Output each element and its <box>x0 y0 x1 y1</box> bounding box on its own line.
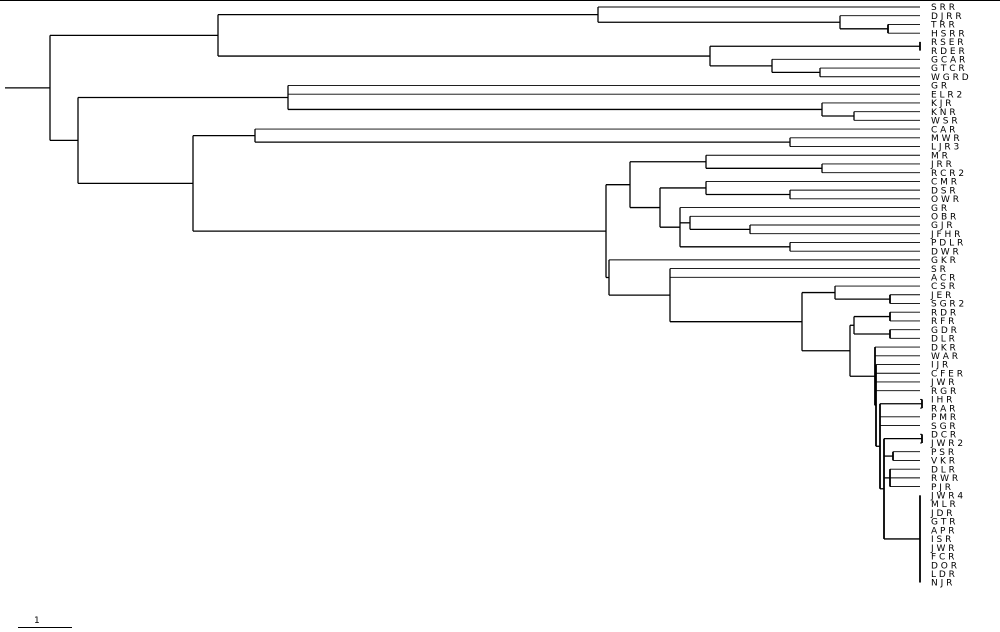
tip-label: C M R <box>931 178 957 188</box>
tip-label: G J R <box>931 221 953 231</box>
tip-label: C A R <box>931 125 955 135</box>
tip-label: K N R <box>931 108 956 118</box>
tip-label: R W R <box>931 474 958 484</box>
tip-label: S G R 2 <box>931 300 964 310</box>
tree-branches <box>5 6 923 583</box>
tip-label: K J R <box>931 99 952 109</box>
tip-label: W S R <box>931 117 958 127</box>
tip-label: D S R <box>931 186 956 196</box>
tip-label: D W R <box>931 247 959 257</box>
tip-label: D O R <box>931 561 957 571</box>
tip-label: V K R <box>931 457 955 467</box>
tip-label: D C R <box>931 430 956 440</box>
tip-label: P D L R <box>931 239 963 249</box>
tip-label: S R <box>931 265 946 275</box>
tip-label: I H R <box>931 396 952 406</box>
tip-label: L J R 3 <box>931 143 959 153</box>
tip-label: R D R <box>931 308 956 318</box>
scale-bar-label: 1 <box>34 616 40 626</box>
tip-label: H S R R <box>931 29 965 39</box>
tip-label: R A R <box>931 404 955 414</box>
tip-label: J W R <box>930 544 955 554</box>
tip-labels: S R RD J R RT R RH S R RR S E RR D E RG … <box>930 3 969 589</box>
tip-label: S R R <box>931 3 955 13</box>
tip-label: J R R <box>930 160 952 170</box>
tip-label: R D E R <box>931 47 965 57</box>
tip-label: R C R 2 <box>931 169 964 179</box>
tip-label: D L R <box>931 465 955 475</box>
tip-label: G C A R <box>931 56 965 66</box>
tip-label: F C R <box>931 553 954 563</box>
tip-label: D L R <box>931 335 955 345</box>
tip-label: P J R <box>931 483 951 493</box>
tip-label: O B R <box>931 212 956 222</box>
tip-label: J W R 2 <box>930 439 963 449</box>
tip-label: T R R <box>930 21 955 31</box>
tip-label: E L R 2 <box>931 90 962 100</box>
tip-label: O W R <box>931 195 959 205</box>
tip-label: P M R <box>931 413 956 423</box>
tip-label: S G R <box>931 422 956 432</box>
tip-label: R S E R <box>931 38 964 48</box>
tip-label: G T C R <box>931 64 965 74</box>
tip-label: M L R <box>931 500 956 510</box>
tip-label: R G R <box>931 387 956 397</box>
tip-label: R F R <box>931 317 954 327</box>
tip-label: J E R <box>930 291 951 301</box>
tip-label: G D R <box>931 326 957 336</box>
tip-label: D K R <box>931 343 956 353</box>
tip-label: J W R <box>930 378 955 388</box>
tip-label: M R <box>931 151 948 161</box>
tip-label: L D R <box>931 570 955 580</box>
scale-bar: 1 <box>18 616 72 630</box>
tip-label: J W R 4 <box>930 492 963 502</box>
tip-label: N J R <box>931 579 952 589</box>
tip-label: G T R <box>931 518 955 528</box>
tip-label: I J R <box>931 361 948 371</box>
tip-label: A P R <box>931 526 955 536</box>
tip-label: I S R <box>931 535 951 545</box>
scale-bar-line <box>18 627 72 628</box>
tip-label: A C R <box>931 274 955 284</box>
tip-label: W G R D <box>931 73 969 83</box>
tip-label: C S R <box>931 282 955 292</box>
tip-label: G R <box>931 204 947 214</box>
tip-label: G R <box>931 82 947 92</box>
tip-label: G K R <box>931 256 956 266</box>
tip-label: D J R R <box>931 12 962 22</box>
tip-label: P S R <box>931 448 954 458</box>
tip-label: J F H R <box>930 230 960 240</box>
tip-label: C F E R <box>931 369 963 379</box>
tip-label: J D R <box>930 509 953 519</box>
tip-label: M W R <box>931 134 960 144</box>
page-top-border <box>0 0 1000 1</box>
tip-label: W A R <box>931 352 958 362</box>
